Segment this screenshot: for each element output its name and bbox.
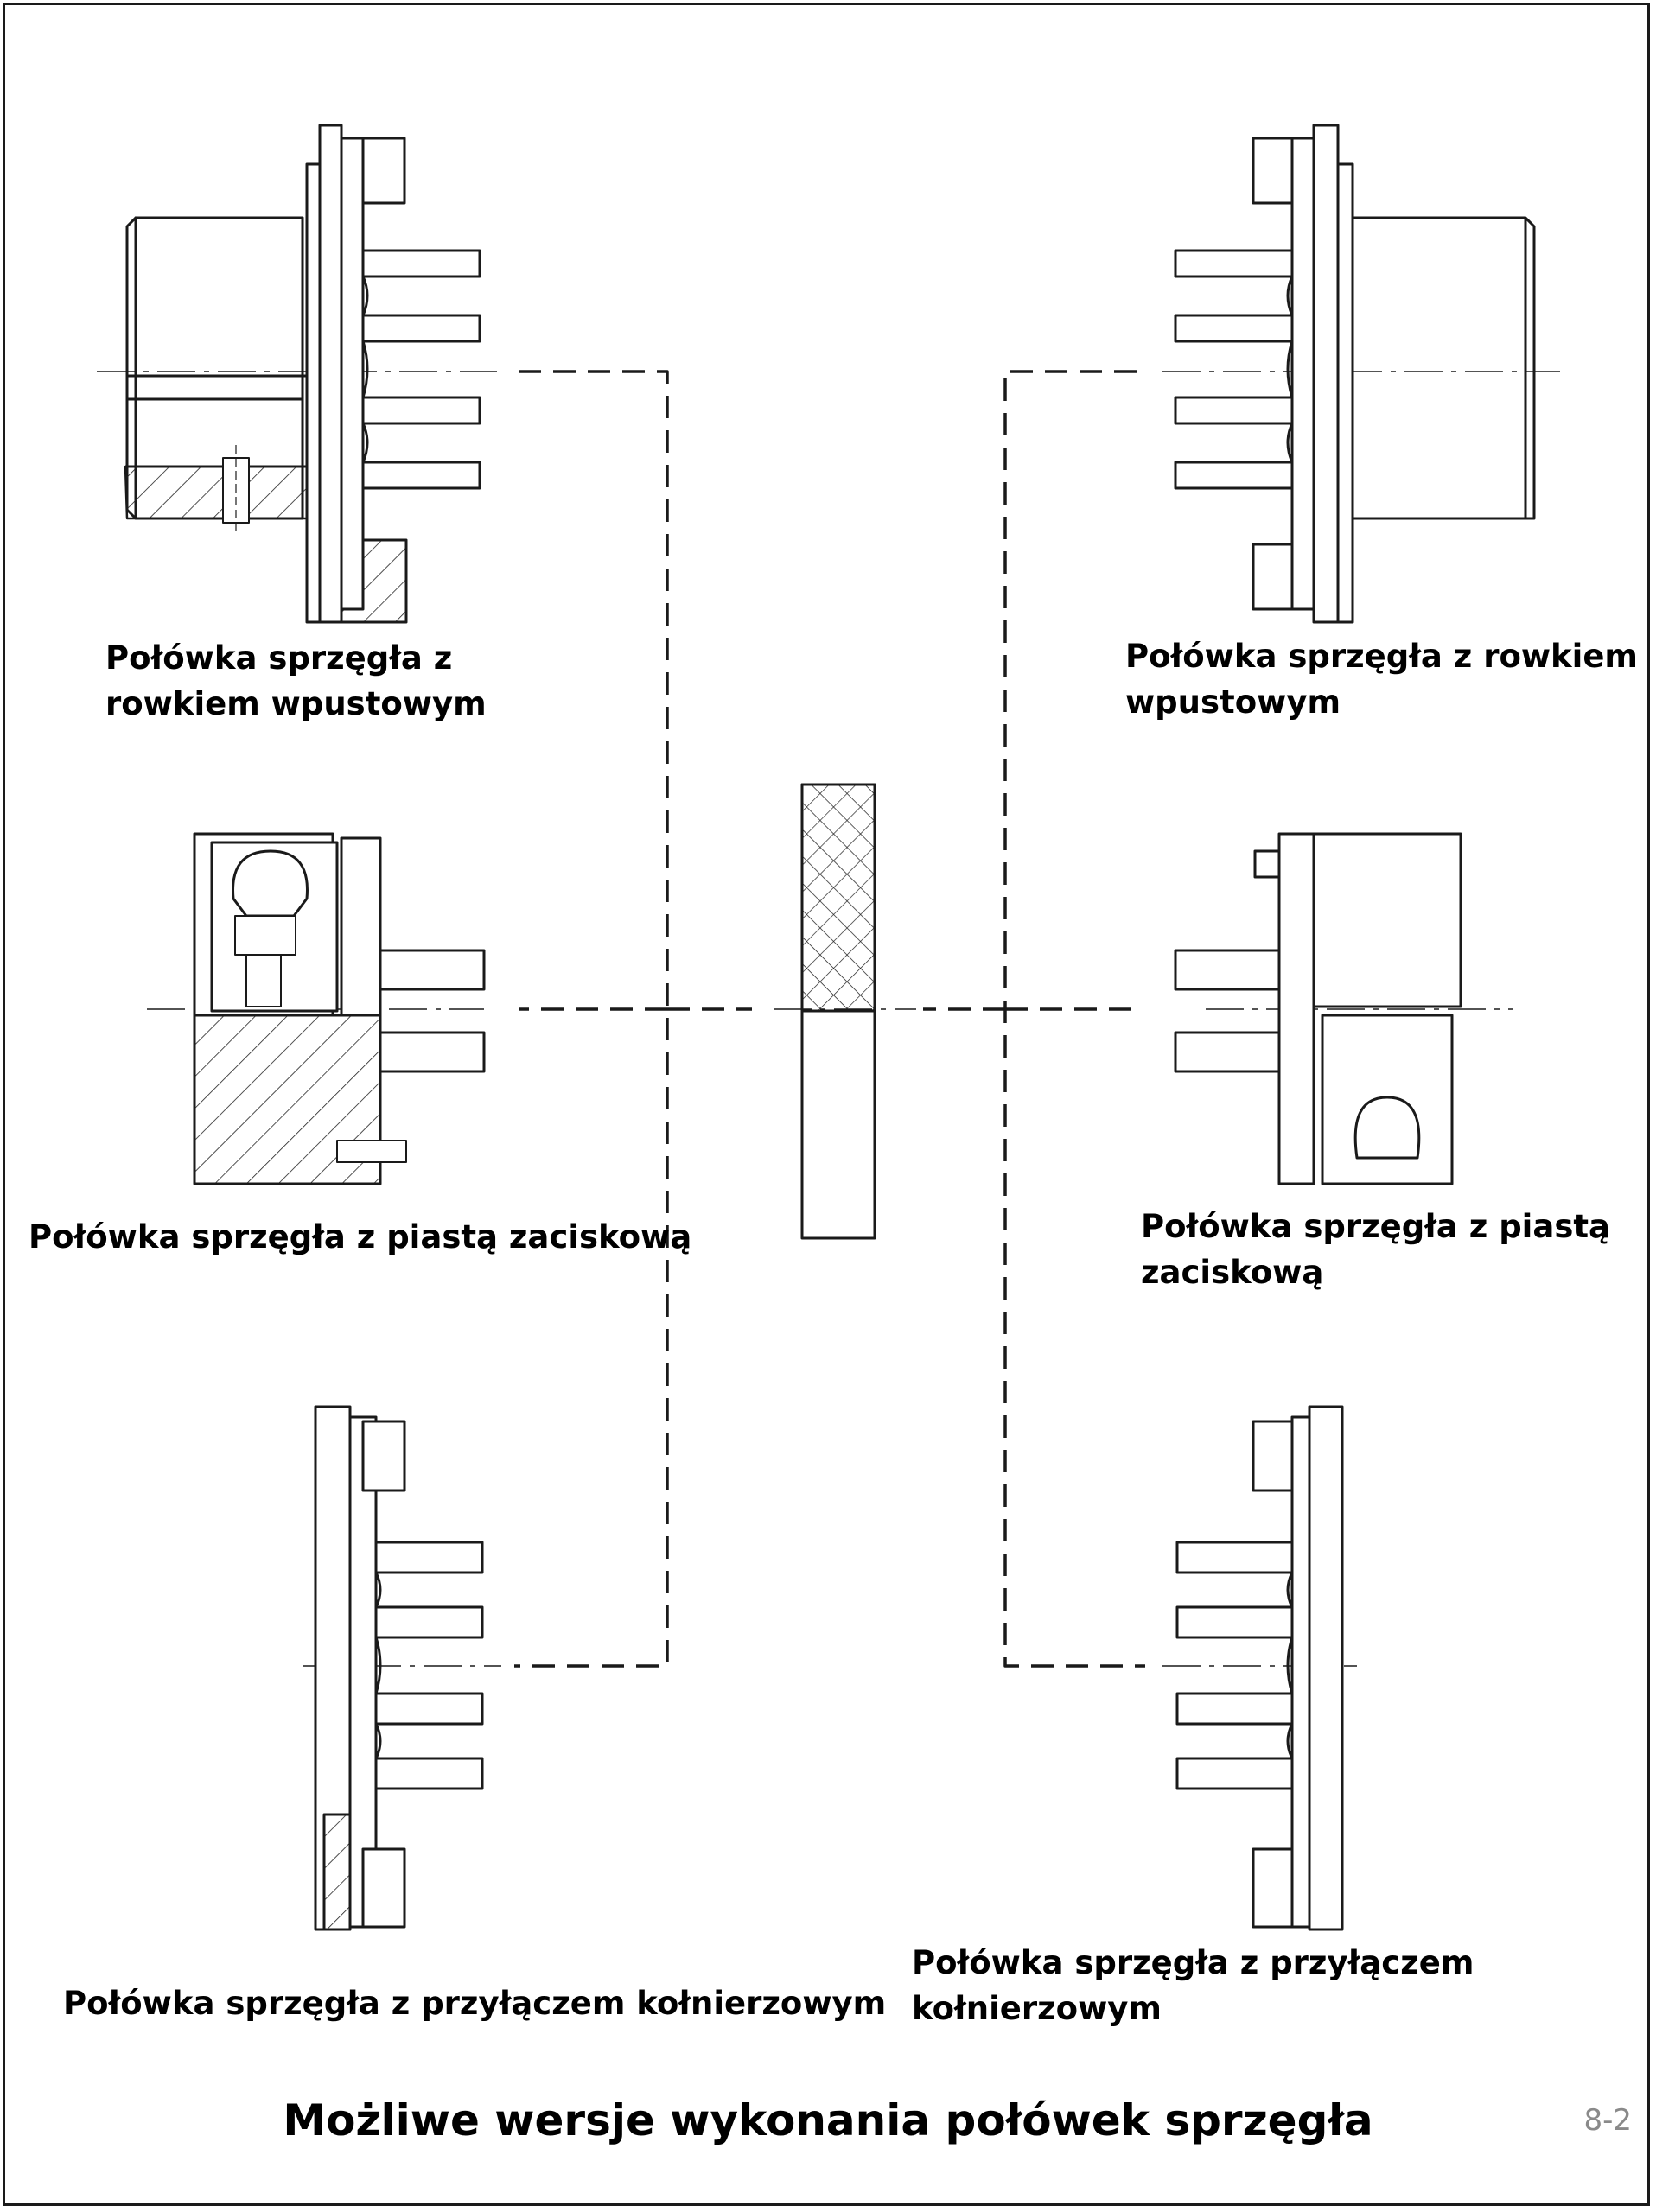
top-right-keyway-half bbox=[1174, 124, 1536, 624]
label-top-left: Połówka sprzęgła z rowkiem wpustowym bbox=[105, 635, 487, 727]
label-line: Połówka sprzęgła z przyłączem kołnierzow… bbox=[912, 1944, 1474, 2027]
mid-left-clamp-half bbox=[193, 832, 486, 1185]
assembly-dashed-lines bbox=[514, 370, 1145, 1668]
label-bottom-right: Połówka sprzęgła z przyłączem kołnierzow… bbox=[912, 1940, 1656, 2031]
label-line: Połówka sprzęgła z piastą bbox=[1141, 1208, 1611, 1245]
label-line: rowkiem wpustowym bbox=[105, 685, 487, 722]
label-line: Połówka sprzęgła z przyłączem kołnierzow… bbox=[63, 1985, 887, 2022]
label-line: Połówka sprzęgła z bbox=[105, 639, 453, 677]
figure-caption: Możliwe wersje wykonania połówek sprzęgł… bbox=[283, 2095, 1373, 2145]
label-line: Połówka sprzęgła z piastą zaciskową bbox=[29, 1218, 692, 1255]
bottom-right-flange-half bbox=[1175, 1405, 1344, 1931]
label-line: wpustowym bbox=[1125, 683, 1341, 721]
label-bottom-left: Połówka sprzęgła z przyłączem kołnierzow… bbox=[63, 1980, 886, 2026]
label-line: Połówka sprzęgła z rowkiem bbox=[1125, 638, 1638, 675]
page-frame bbox=[3, 3, 1650, 2206]
label-top-right: Połówka sprzęgła z rowkiem wpustowym bbox=[1125, 633, 1638, 725]
mid-right-clamp-half bbox=[1174, 832, 1462, 1185]
top-left-keyway-half bbox=[124, 124, 481, 624]
elastic-center-element bbox=[800, 783, 876, 1240]
page-number: 8-2 bbox=[1583, 2103, 1632, 2138]
label-mid-left: Połówka sprzęgła z piastą zaciskową bbox=[29, 1214, 691, 1260]
label-mid-right: Połówka sprzęgła z piastą zaciskową bbox=[1141, 1204, 1610, 1295]
bottom-left-flange-half bbox=[314, 1405, 484, 1931]
label-line: zaciskową bbox=[1141, 1254, 1324, 1291]
